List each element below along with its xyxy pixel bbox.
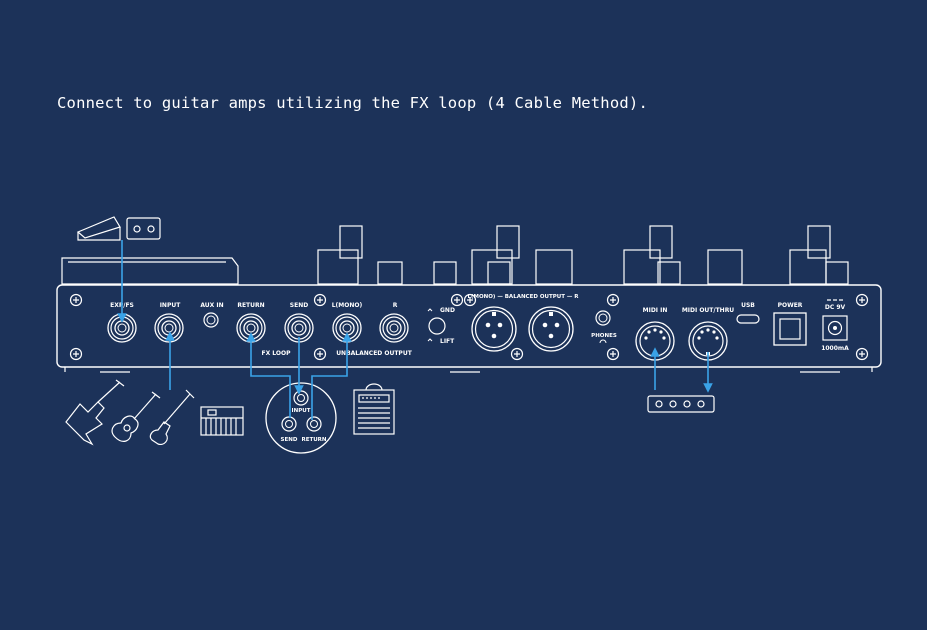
jack-aux-in: [203, 312, 219, 328]
label-gnd: GND: [440, 307, 455, 314]
bass-guitar-icon: [149, 389, 195, 445]
amp-fx-loop-zoom: [265, 382, 337, 454]
cables: [117, 240, 713, 420]
amp-label-send: SEND: [281, 437, 298, 443]
jack-input: [154, 313, 184, 343]
jack-exp-fs: [107, 313, 137, 343]
midi-device-icon: [647, 395, 715, 413]
amplifier-icon: [353, 383, 395, 435]
label-l-mono: L(MONO): [332, 302, 363, 309]
label-aux-in: AUX IN: [200, 302, 223, 309]
label-lift: LIFT: [440, 338, 455, 345]
label-unbalanced-output: UNBALANCED OUTPUT: [336, 350, 413, 357]
xlr-left: [471, 306, 517, 352]
xlr-right: [528, 306, 574, 352]
jack-r: [379, 313, 409, 343]
ground-lift-switch: [427, 308, 446, 342]
label-return: RETURN: [237, 302, 264, 309]
amp-label-return: RETURN: [301, 437, 326, 443]
label-midi-out-thru: MIDI OUT/THRU: [682, 307, 734, 314]
knob-silhouettes: [317, 225, 849, 285]
label-power: POWER: [778, 302, 803, 309]
label-midi-in: MIDI IN: [643, 307, 668, 314]
label-phones: PHONES: [591, 333, 617, 339]
amp-label-input: INPUT: [292, 408, 311, 414]
acoustic-guitar-icon: [111, 391, 161, 442]
headphone-icon: [599, 339, 607, 344]
keyboard-icon: [200, 406, 244, 436]
dc-jack: [822, 299, 848, 341]
caption: Connect to guitar amps utilizing the FX …: [57, 94, 648, 112]
pedalboard-edge: [61, 257, 239, 285]
label-input: INPUT: [160, 302, 182, 309]
electric-guitar-icon: [65, 379, 125, 446]
label-current: 1000mA: [821, 345, 849, 352]
footswitch-icon: [126, 217, 161, 240]
label-fx-loop: FX LOOP: [261, 350, 291, 357]
power-button: [773, 312, 807, 346]
expression-pedal-icon: [76, 216, 121, 241]
jack-phones: [595, 310, 611, 326]
label-dc: DC 9V: [825, 304, 846, 311]
label-usb: USB: [741, 302, 755, 309]
label-r: R: [393, 302, 398, 309]
label-send: SEND: [290, 302, 308, 309]
usb-port: [736, 314, 760, 324]
label-balanced-output: L(MONO) — BALANCED OUTPUT — R: [467, 294, 579, 300]
rear-panel: [56, 284, 882, 373]
